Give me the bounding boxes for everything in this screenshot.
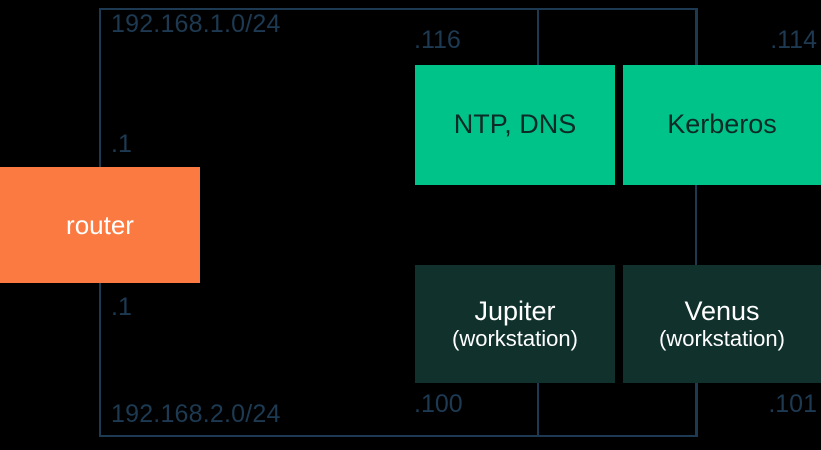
node-venus-role: (workstation) bbox=[659, 326, 785, 352]
node-ntp-dns-label: NTP, DNS bbox=[453, 109, 577, 140]
ip-label-venus: .101 bbox=[768, 390, 817, 418]
subnet-label-lower: 192.168.2.0/24 bbox=[111, 400, 281, 428]
node-router[interactable]: router bbox=[0, 167, 200, 283]
connector-venus-lower bbox=[696, 382, 698, 437]
node-venus-label: Venus bbox=[684, 295, 760, 326]
ip-label-router-lower: .1 bbox=[111, 293, 132, 321]
connector-jupiter-lower bbox=[537, 382, 539, 437]
ip-label-router-upper: .1 bbox=[111, 130, 132, 158]
connector-router-upper bbox=[99, 8, 101, 168]
node-kerberos[interactable]: Kerberos bbox=[623, 65, 821, 185]
node-ntp-dns[interactable]: NTP, DNS bbox=[415, 65, 615, 185]
node-kerberos-label: Kerberos bbox=[667, 109, 777, 140]
subnet-label-upper: 192.168.1.0/24 bbox=[111, 10, 281, 38]
ip-label-jupiter: .100 bbox=[414, 390, 463, 418]
connector-router-lower bbox=[99, 282, 101, 437]
ip-label-kerberos: .114 bbox=[770, 26, 817, 54]
ip-label-ntp: .116 bbox=[414, 26, 461, 54]
node-venus[interactable]: Venus (workstation) bbox=[623, 265, 821, 383]
node-jupiter-label: Jupiter bbox=[474, 295, 556, 326]
node-router-label: router bbox=[66, 209, 134, 240]
connector-ntp-upper bbox=[537, 8, 539, 66]
connector-kerberos-upper bbox=[696, 8, 698, 66]
node-jupiter-role: (workstation) bbox=[452, 326, 578, 352]
node-jupiter[interactable]: Jupiter (workstation) bbox=[415, 265, 615, 383]
